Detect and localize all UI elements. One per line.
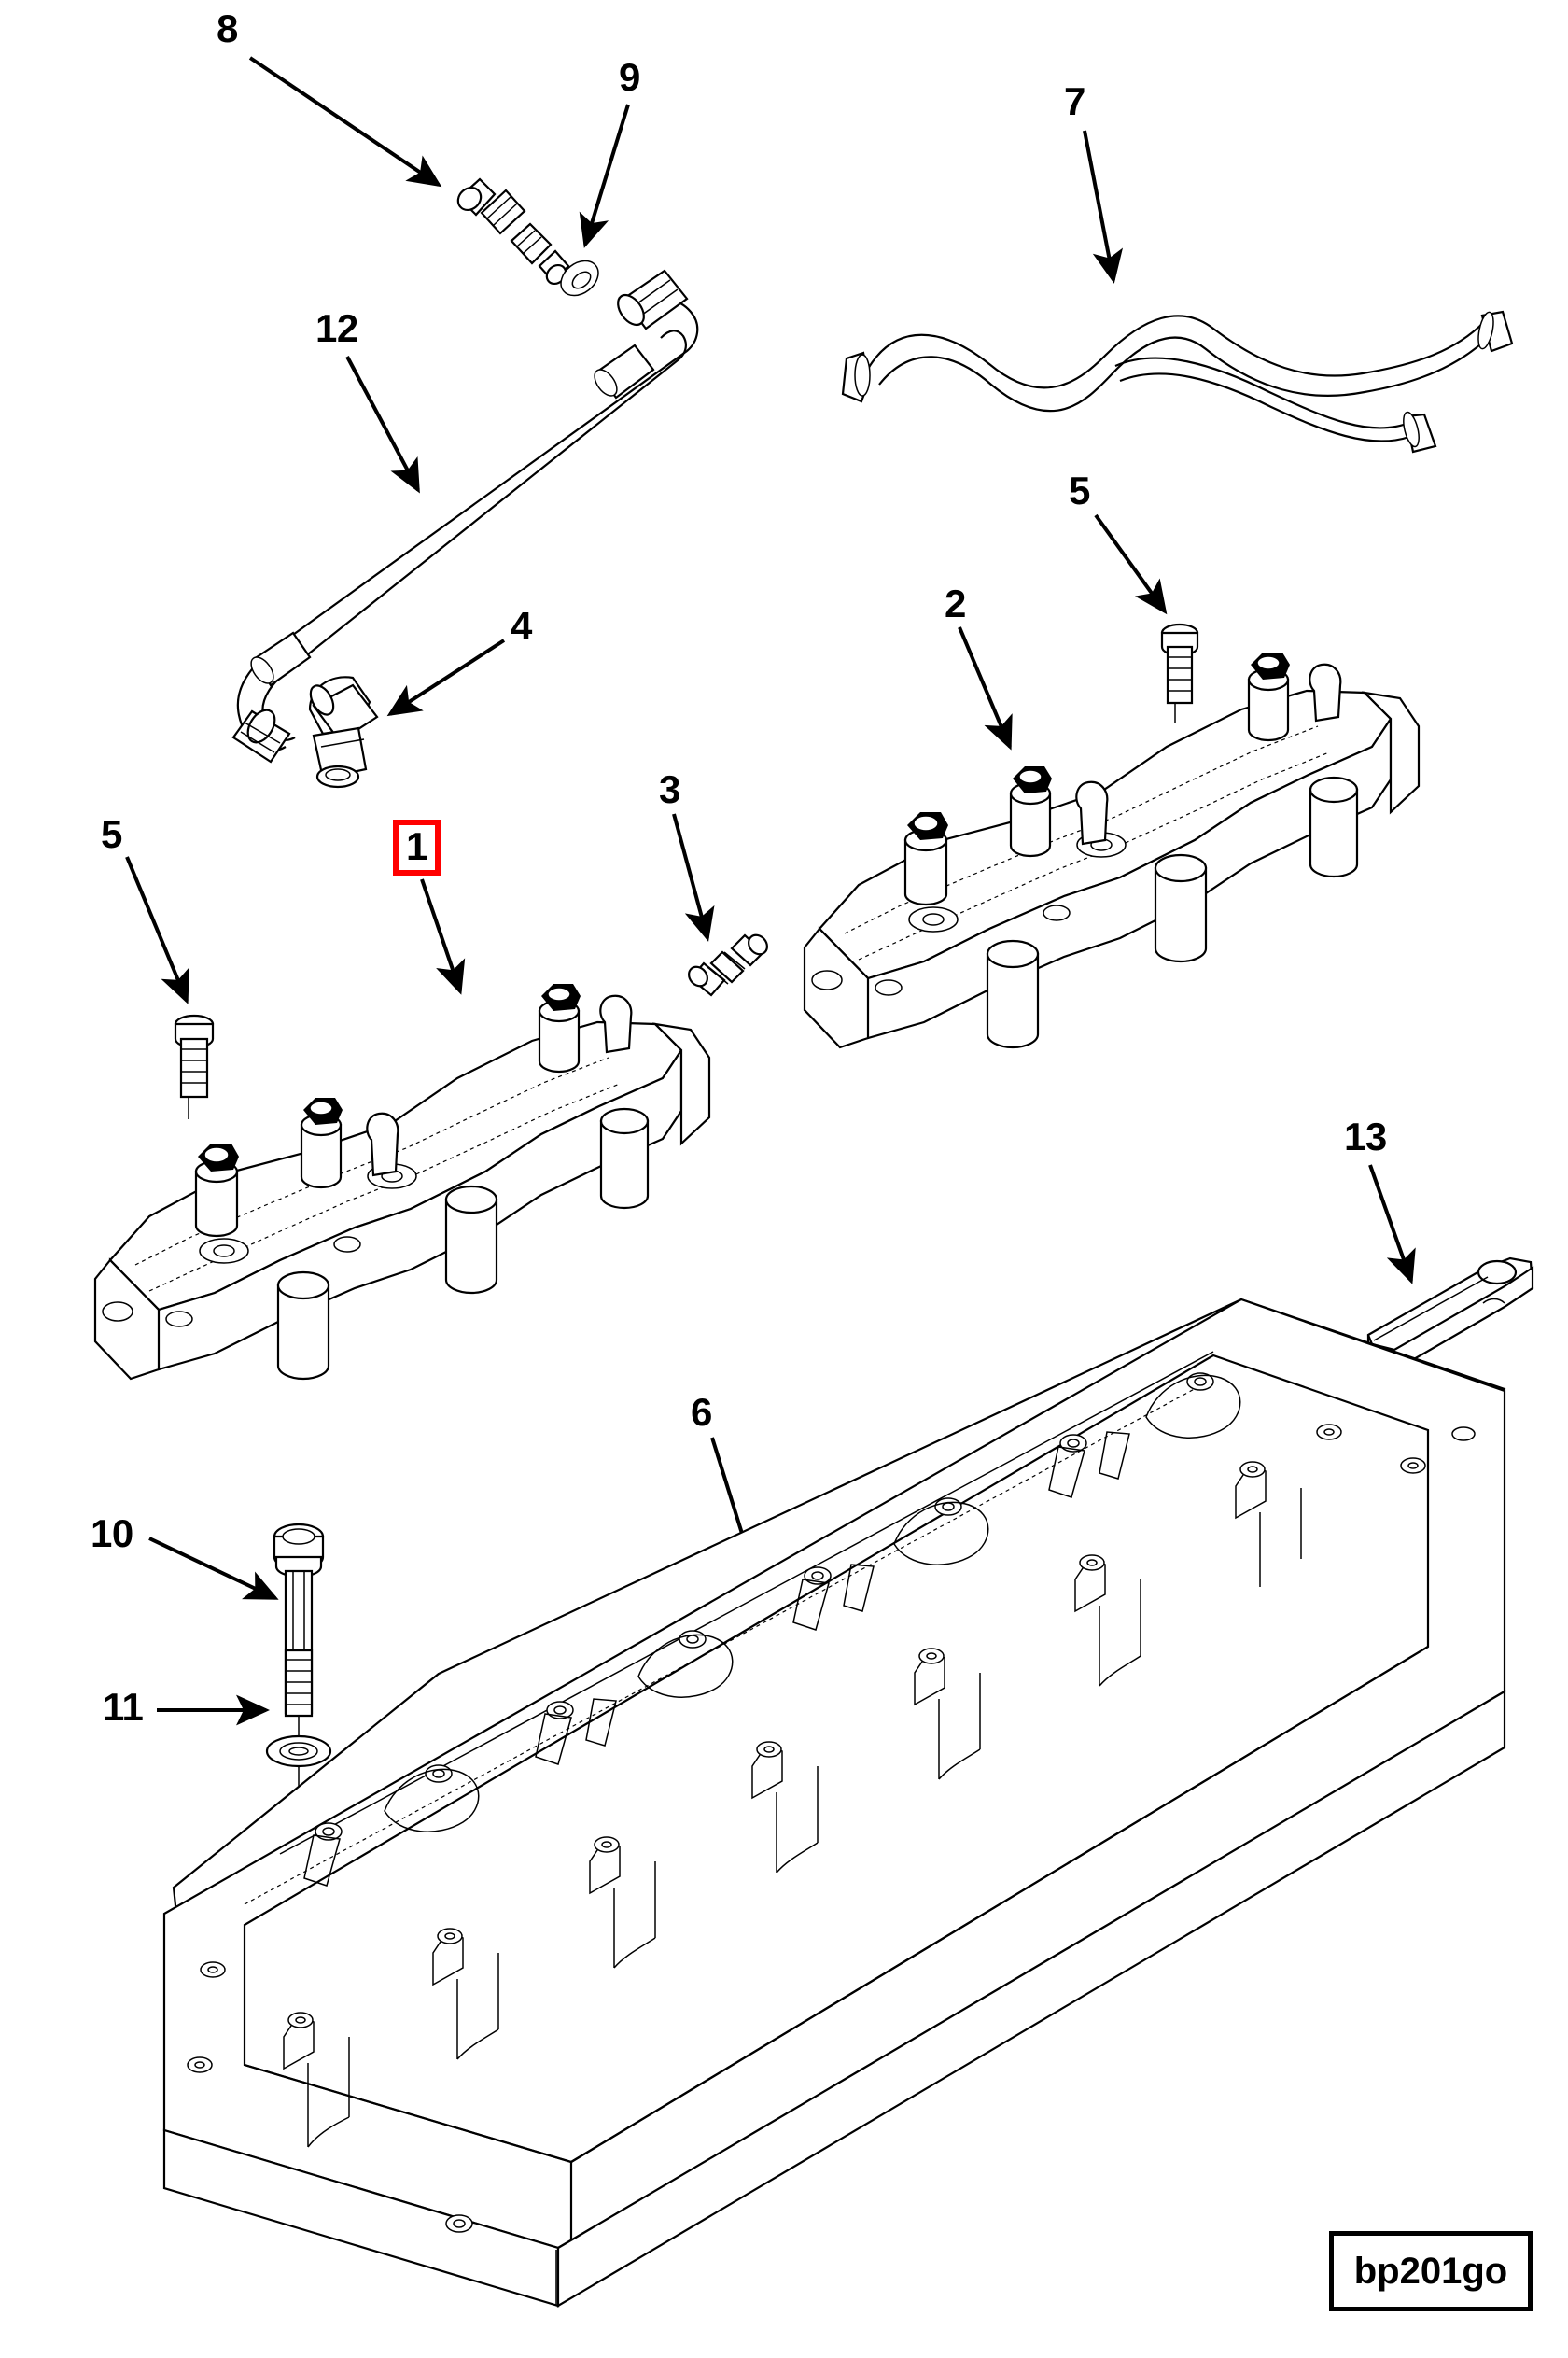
part-9-o-ring (560, 260, 599, 297)
callout-number-2: 2 (945, 582, 966, 625)
callout-number-5-right: 5 (1069, 469, 1090, 512)
part-5-capscrew-right (1160, 623, 1199, 723)
callout-number-12: 12 (315, 306, 358, 350)
figure-code-box: bp201go (1329, 2231, 1533, 2311)
callout-number-5-left: 5 (101, 812, 122, 856)
rocker-adjust-screw-group (903, 653, 1290, 906)
figure-code-label: bp201go (1353, 2250, 1508, 2292)
callout-number-7: 7 (1064, 79, 1085, 123)
part-1-rocker-lever-housing-front (93, 984, 711, 1381)
part-2-rocker-lever-housing-rear (803, 653, 1421, 1049)
callout-number-6: 6 (691, 1390, 712, 1434)
part-5-capscrew-left (174, 1014, 215, 1119)
part-6-valve-cover-spacer-base (162, 1298, 1506, 2308)
callout-number-9: 9 (619, 55, 640, 99)
callout-number-4: 4 (511, 604, 532, 648)
rocker-adjust-screw-group-front (194, 984, 581, 1238)
callout-number-11: 11 (103, 1685, 144, 1729)
spacer-rear-rail-detail (244, 1351, 1426, 1905)
part-7-wiring-harness (841, 310, 1514, 454)
part-3-connector-dowel (688, 933, 768, 997)
callout-number-3: 3 (659, 767, 680, 811)
callout-number-13: 13 (1344, 1115, 1387, 1158)
callout-number-8: 8 (217, 7, 238, 50)
part-11-flat-washer (265, 1734, 332, 1796)
part-12-fuel-supply-tube (231, 269, 699, 764)
part-4-elbow-fitting (308, 676, 379, 789)
callout-number-1-highlighted: 1 (393, 820, 441, 876)
leader-lines (125, 56, 1416, 1726)
spacer-front-rail-detail (244, 1461, 1302, 2148)
callout-number-10: 10 (91, 1511, 133, 1555)
part-10-long-bolt (273, 1523, 325, 1744)
